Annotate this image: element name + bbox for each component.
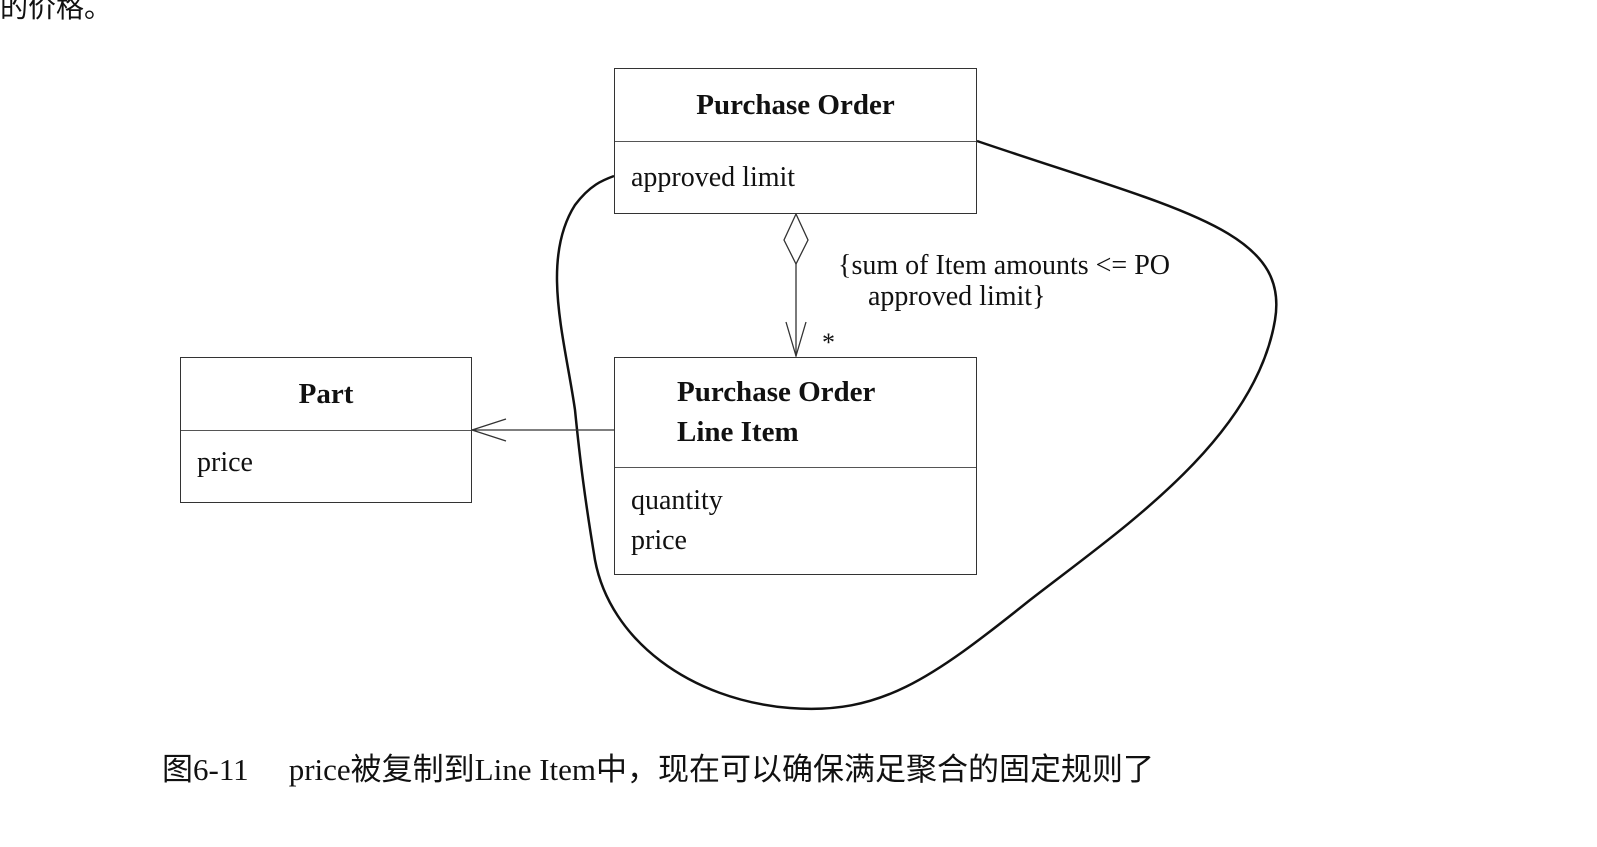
- figure-caption: 图6-11 price被复制到Line Item中，现在可以确保满足聚合的固定规则…: [162, 744, 1154, 789]
- class-attributes: approved limit: [615, 142, 976, 213]
- constraint-line2: approved limit}: [868, 281, 1046, 312]
- class-name: Purchase Order: [615, 69, 976, 142]
- previous-text-fragment: 的价格。: [0, 0, 113, 24]
- class-name: Part: [181, 358, 471, 431]
- aggregate-boundary-curve: [555, 139, 1278, 711]
- attribute-price: price: [197, 447, 253, 478]
- caption-text: price被复制到Line Item中，现在可以确保满足聚合的固定规则了: [288, 752, 1155, 787]
- multiplicity-label: *: [822, 328, 835, 357]
- navigability-arrowhead-down: [785, 321, 807, 359]
- class-name-line1: Purchase Order: [677, 376, 876, 408]
- class-name-line2: Line Item: [677, 416, 799, 448]
- class-attributes: quantity price: [615, 468, 976, 574]
- navigability-arrowhead-left: [469, 418, 507, 442]
- aggregation-diamond: [783, 212, 809, 266]
- part-class: Part price: [180, 357, 472, 503]
- attribute-approved-limit: approved limit: [631, 162, 796, 193]
- line-item-class: Purchase Order Line Item quantity price: [614, 357, 977, 575]
- figure-number: 图6-11: [162, 752, 249, 787]
- class-name: Purchase Order Line Item: [615, 358, 976, 468]
- attribute-price: price: [631, 525, 687, 556]
- purchase-order-class: Purchase Order approved limit: [614, 68, 977, 214]
- attribute-quantity: quantity: [631, 485, 723, 516]
- class-attributes: price: [181, 431, 471, 502]
- constraint-line1: {sum of Item amounts <= PO: [838, 250, 1171, 281]
- aggregate-constraint: {sum of Item amounts <= PO approved limi…: [838, 250, 1170, 312]
